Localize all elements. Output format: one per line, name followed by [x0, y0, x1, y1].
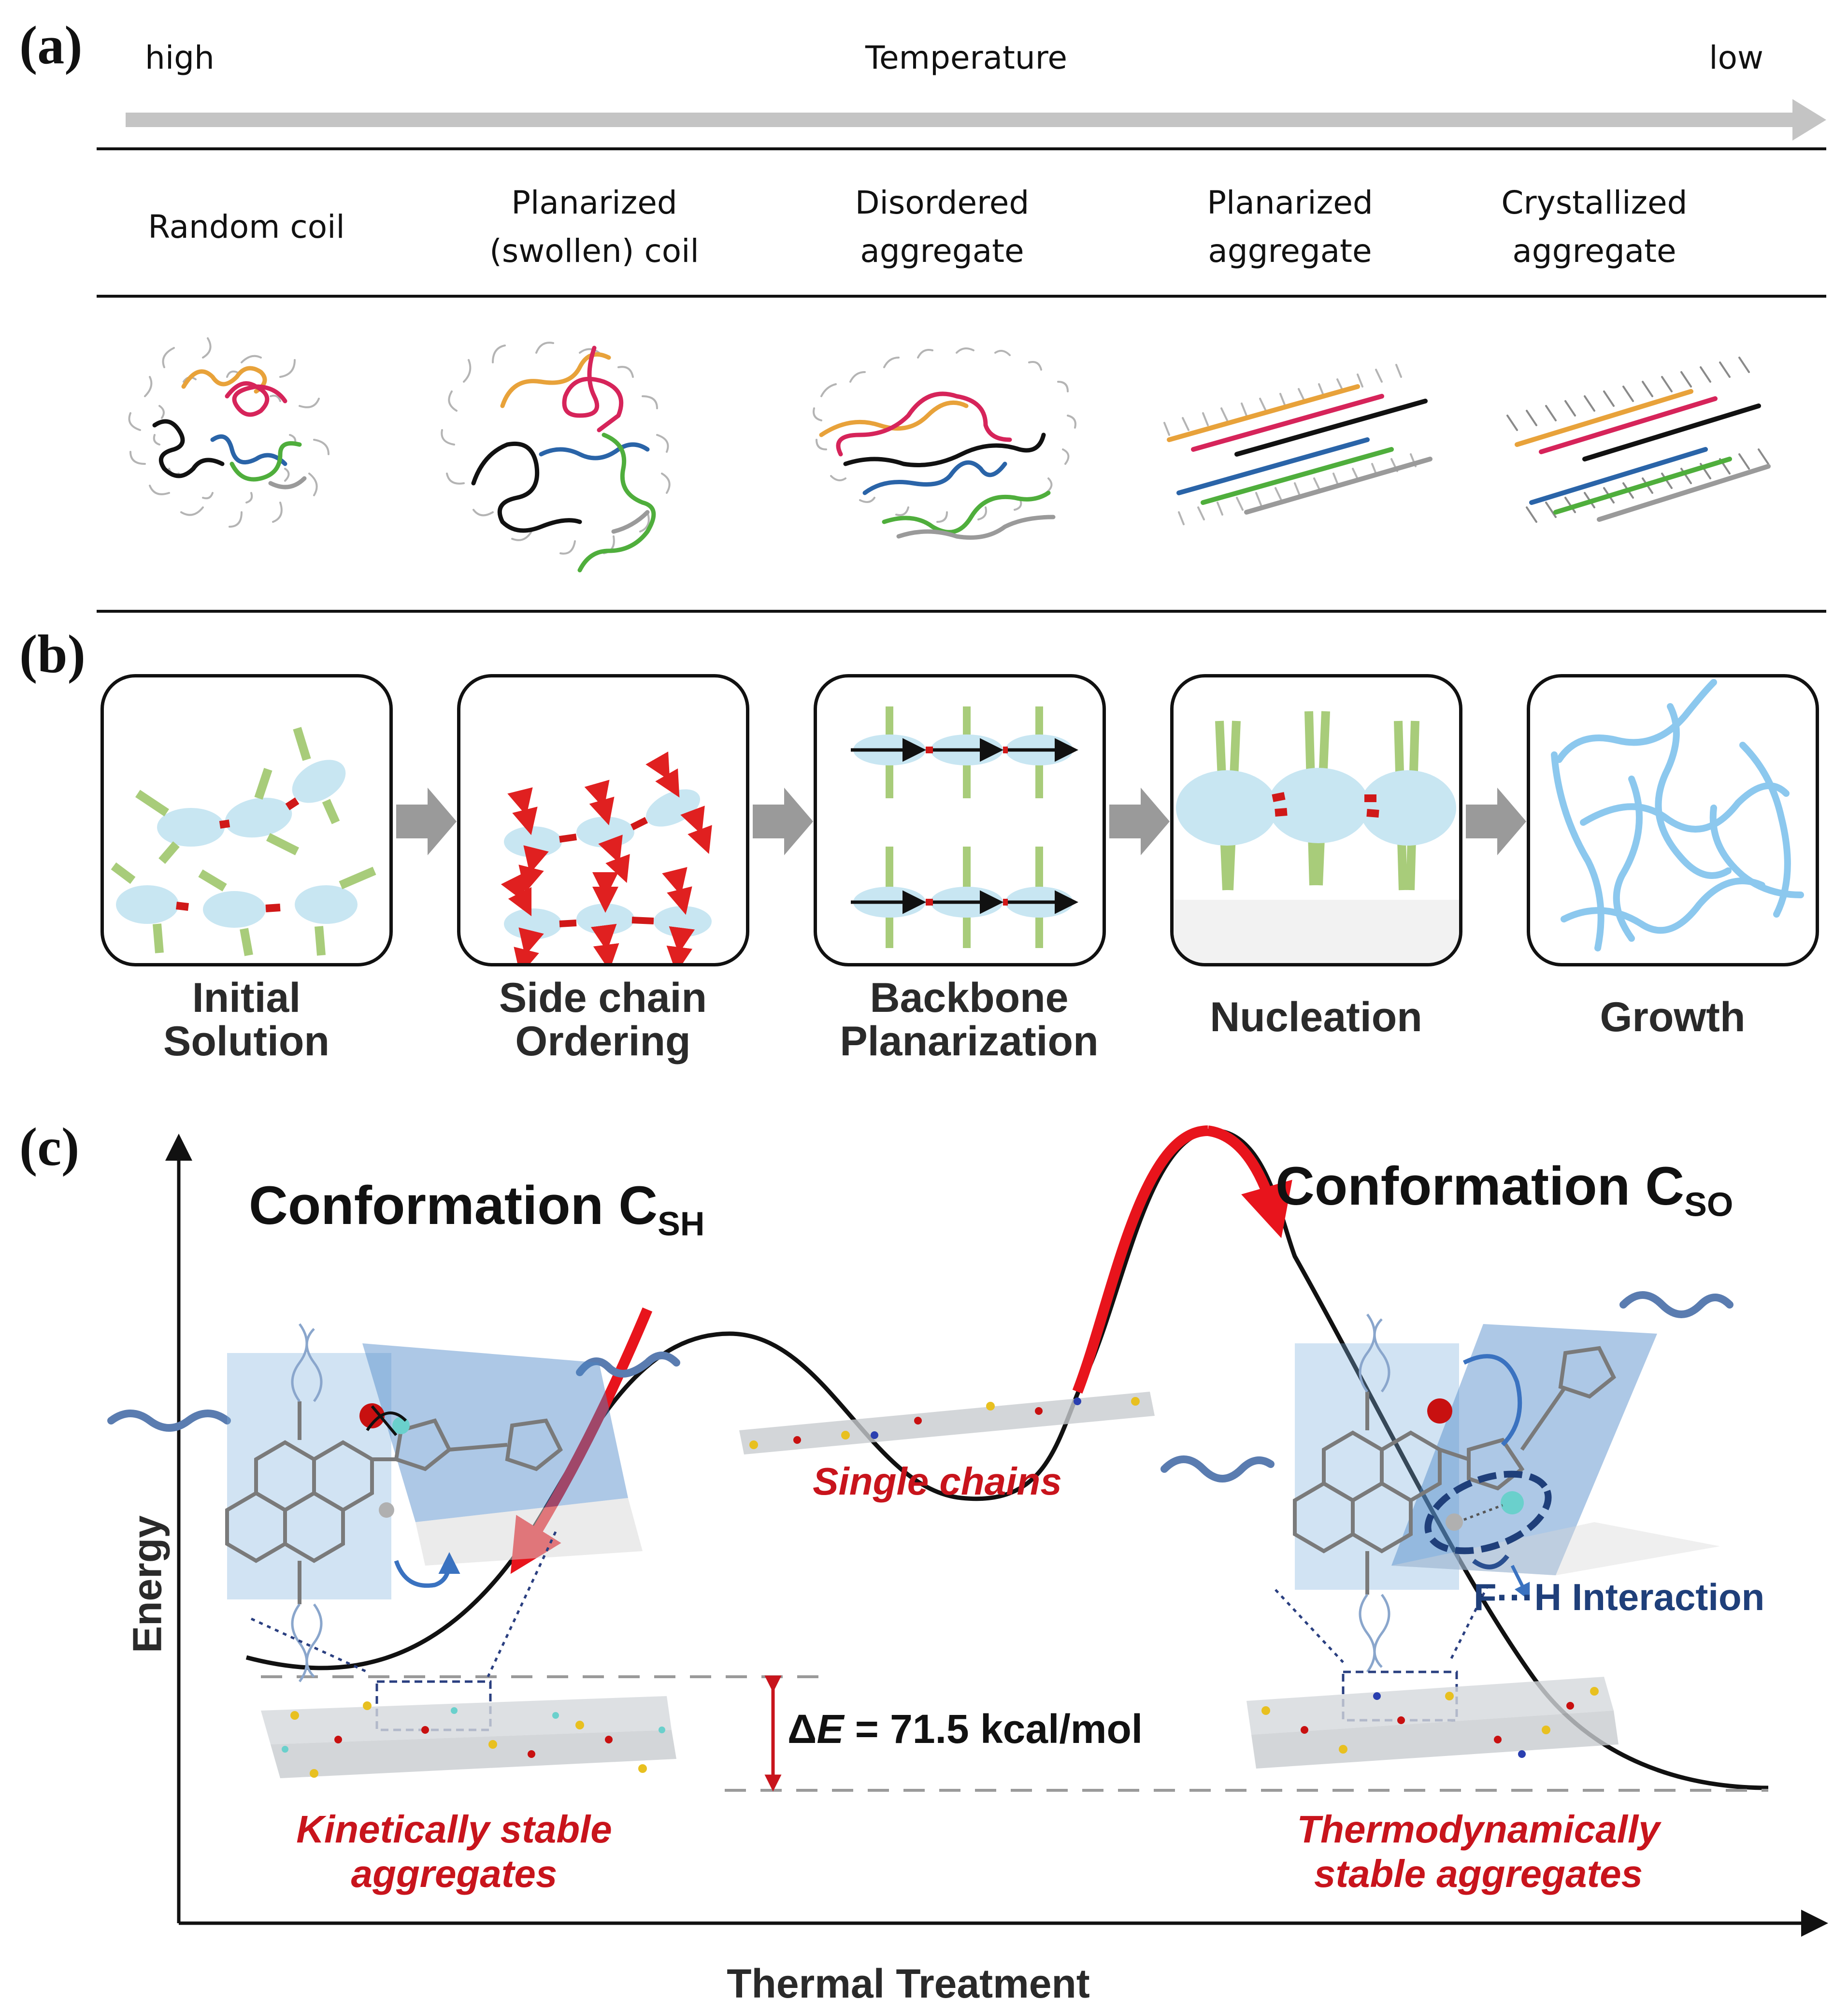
single-chain-molecule	[739, 1392, 1155, 1454]
ascent-red-highlight	[1072, 1125, 1208, 1394]
step-label-growth: Growth	[1600, 994, 1746, 1040]
conformation-cso-title: Conformation CSO	[1275, 1156, 1733, 1223]
oxygen-atom-right	[1427, 1398, 1452, 1424]
panel-b-label: (b)	[19, 624, 86, 684]
kinetic-aggregate-illustration	[261, 1696, 676, 1778]
hydrogen-atom-right	[1446, 1513, 1463, 1531]
temperature-low-label: low	[1709, 39, 1763, 76]
state-label-planarized-coil: Planarized(swollen) coil	[489, 184, 699, 270]
thiophene-plane-left	[362, 1343, 628, 1522]
thiophene-plane-right	[1391, 1324, 1657, 1575]
step-box-nucleation	[1170, 674, 1462, 966]
step-box-backbone-planarization	[814, 674, 1106, 966]
panel-c-label: (c)	[19, 1117, 80, 1177]
fluorine-atom-right	[1501, 1491, 1524, 1514]
hydrogen-atom-left	[379, 1502, 394, 1518]
step-box-initial-solution	[100, 674, 393, 966]
disordered-aggregate-illustration	[813, 347, 1076, 540]
fh-interaction-label: F···H Interaction	[1474, 1576, 1765, 1618]
temperature-high-label: high	[145, 39, 215, 76]
random-coil-illustration	[128, 337, 329, 528]
panel-a-label: (a)	[19, 15, 83, 75]
step-box-growth	[1527, 674, 1819, 966]
single-chains-label: Single chains	[813, 1460, 1062, 1503]
planarized-aggregate-illustration	[1163, 364, 1433, 525]
rotation-arrow-left	[394, 1552, 460, 1588]
barrier-red-arrow	[1207, 1125, 1292, 1238]
step-box-side-chain-ordering	[457, 674, 749, 966]
conformation-illustrations	[128, 337, 1771, 573]
energy-axis-label: Energy	[124, 1515, 170, 1653]
state-label-random-coil: Random coil	[148, 208, 345, 245]
rotation-arrow-right	[1462, 1354, 1522, 1447]
panel-a-bottom-rule	[97, 610, 1826, 613]
naphthalene-plane-left	[227, 1353, 391, 1599]
panel-a-top-rule	[97, 147, 1826, 150]
step-arrows	[396, 788, 1526, 855]
temperature-axis-label: Temperature	[865, 39, 1068, 76]
interaction-highlight-ellipse	[1424, 1470, 1552, 1554]
panel-a-middle-rule	[97, 295, 1826, 298]
energy-landscape	[107, 1125, 1828, 1937]
step-label-nucleation: Nucleation	[1210, 994, 1422, 1040]
conformation-csh-title: Conformation CSH	[249, 1175, 705, 1243]
temperature-arrow	[126, 99, 1826, 141]
delta-e-label: ΔE = 71.5 kcal/mol	[788, 1706, 1143, 1752]
thermal-treatment-label: Thermal Treatment	[727, 1961, 1090, 2006]
planarized-coil-illustration	[441, 342, 671, 573]
oxygen-atom-left	[359, 1403, 385, 1428]
thermo-aggregate-illustration	[1246, 1677, 1619, 1769]
crystallized-aggregate-illustration	[1506, 357, 1771, 523]
